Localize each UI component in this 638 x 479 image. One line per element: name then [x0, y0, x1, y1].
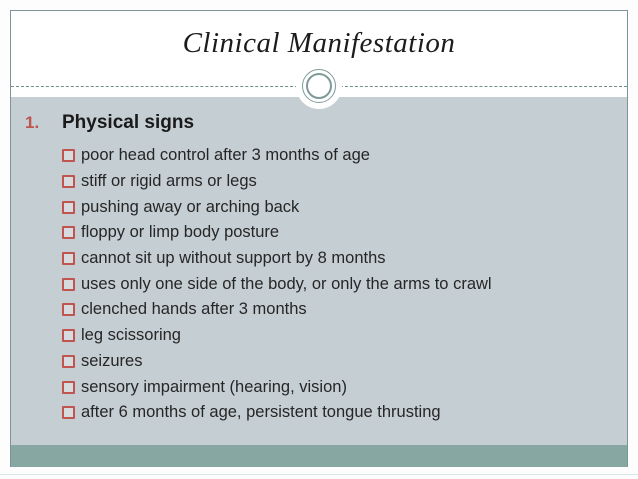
section-heading-row: 1. Physical signs: [11, 112, 627, 134]
checkbox-bullet-icon: [62, 277, 75, 291]
list-item-text: leg scissoring: [81, 326, 181, 345]
checkbox-bullet-icon: [62, 354, 75, 368]
list-item: seizures: [62, 349, 627, 375]
section-number: 1.: [25, 113, 40, 132]
list-item-text: after 6 months of age, persistent tongue…: [81, 403, 441, 422]
list-item: clenched hands after 3 months: [62, 297, 627, 323]
list-item: stiff or rigid arms or legs: [62, 169, 627, 195]
checkbox-bullet-icon: [62, 226, 75, 240]
signs-list: poor head control after 3 months of age …: [11, 143, 627, 426]
slide-body: 1. Physical signs poor head control afte…: [11, 97, 627, 445]
checkbox-bullet-icon: [62, 406, 75, 420]
checkbox-bullet-icon: [62, 252, 75, 266]
footer-accent-bar: [11, 445, 627, 467]
list-item: floppy or limp body posture: [62, 220, 627, 246]
checkbox-bullet-icon: [62, 380, 75, 394]
list-item-text: pushing away or arching back: [81, 197, 300, 216]
checkbox-bullet-icon: [62, 303, 75, 317]
list-item-text: clenched hands after 3 months: [81, 300, 307, 319]
list-item: after 6 months of age, persistent tongue…: [62, 400, 627, 426]
list-item-text: uses only one side of the body, or only …: [81, 274, 492, 293]
bottom-hairline: [0, 474, 638, 475]
section-heading: Physical signs: [62, 112, 195, 133]
list-item: sensory impairment (hearing, vision): [62, 374, 627, 400]
checkbox-bullet-icon: [62, 329, 75, 343]
list-item-text: seizures: [81, 351, 143, 370]
list-item-text: floppy or limp body posture: [81, 223, 280, 242]
double-ring-circle-icon: [296, 63, 342, 109]
checkbox-bullet-icon: [62, 175, 75, 189]
list-item: leg scissoring: [62, 323, 627, 349]
list-item: cannot sit up without support by 8 month…: [62, 246, 627, 272]
ornament-outer-ring: [302, 69, 336, 103]
list-item-text: cannot sit up without support by 8 month…: [81, 249, 386, 268]
slide-title: Clinical Manifestation: [182, 27, 456, 59]
list-item: poor head control after 3 months of age: [62, 143, 627, 169]
list-item-text: stiff or rigid arms or legs: [81, 172, 257, 191]
checkbox-bullet-icon: [62, 200, 75, 214]
list-item: pushing away or arching back: [62, 194, 627, 220]
list-item-text: sensory impairment (hearing, vision): [81, 377, 347, 396]
checkbox-bullet-icon: [62, 149, 75, 163]
list-item-text: poor head control after 3 months of age: [81, 146, 370, 165]
slide-canvas: Clinical Manifestation 1. Physical signs…: [10, 10, 628, 467]
list-item: uses only one side of the body, or only …: [62, 271, 627, 297]
ornament-inner-ring: [306, 73, 332, 99]
